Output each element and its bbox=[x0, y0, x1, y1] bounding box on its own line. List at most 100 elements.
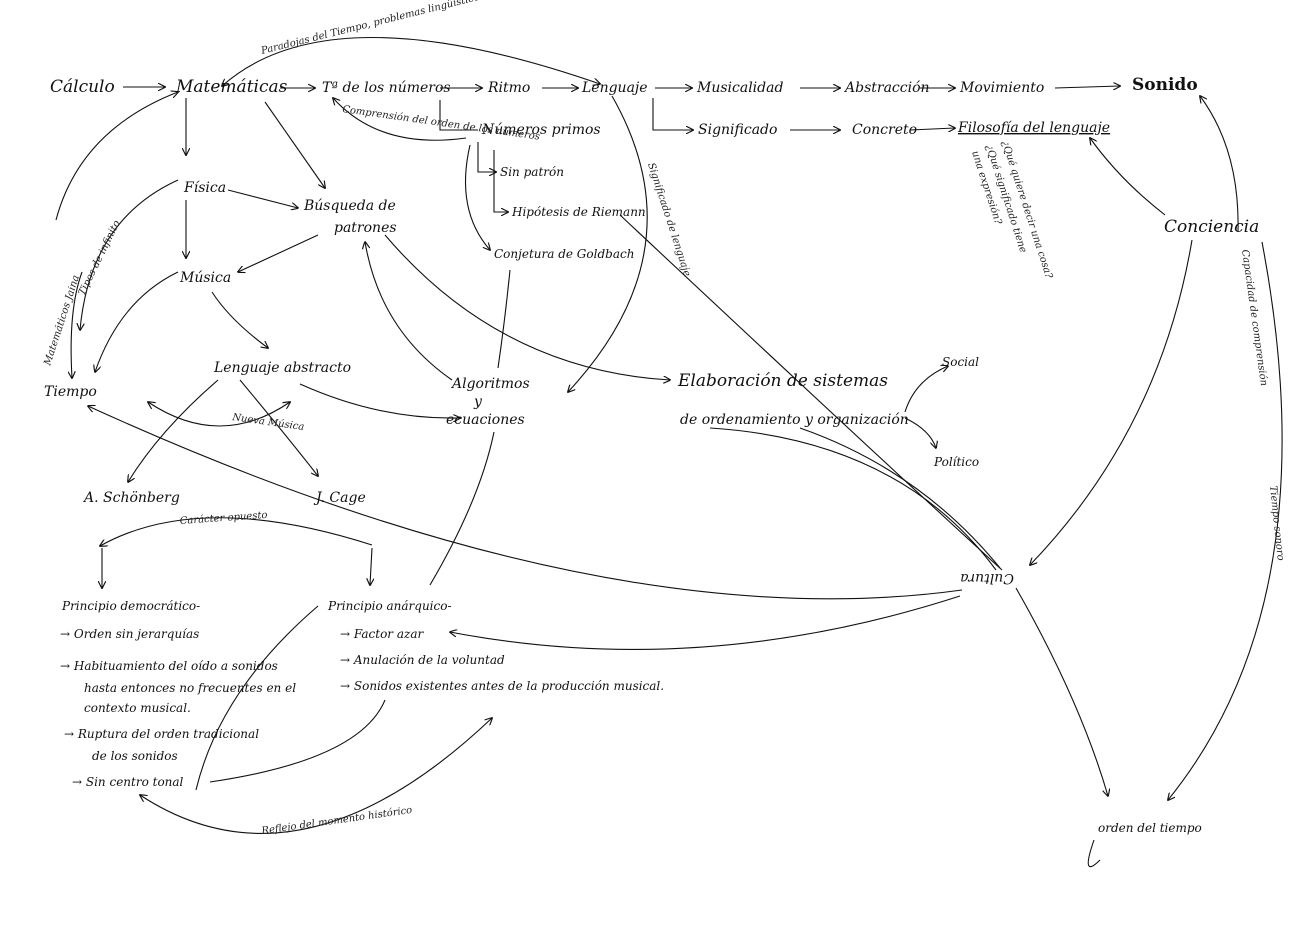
node-principio-anarquico: Principio anárquico- bbox=[327, 599, 452, 613]
edge-teoria-primos bbox=[439, 100, 478, 131]
edge-comprension-arc bbox=[333, 98, 467, 141]
annotation-reflejo: Reflejo del momento histórico bbox=[260, 805, 413, 837]
node-algoritmos-1: Algoritmos bbox=[450, 376, 530, 392]
edges bbox=[55, 37, 1283, 868]
node-ritmo: Ritmo bbox=[487, 80, 530, 96]
annotation-paradojas: Paradojas del Tiempo, problemas lingüíst… bbox=[259, 0, 560, 57]
node-conjetura-goldbach: Conjetura de Goldbach bbox=[494, 247, 634, 261]
edge-cage-anarquico bbox=[370, 547, 372, 585]
annotation-matematicos-jaina: Matemáticos Jaina bbox=[42, 274, 82, 368]
node-algoritmos-3: ecuaciones bbox=[446, 412, 525, 428]
edge-lenguajeabs-schonberg bbox=[128, 379, 219, 482]
edge-elaboracion-cultura-1 bbox=[709, 427, 997, 571]
list-democratico: → Orden sin jerarquías → Habituamiento d… bbox=[60, 627, 296, 789]
node-numeros-primos: Números primos bbox=[481, 122, 601, 138]
node-fisica: Física bbox=[183, 180, 226, 196]
edge-elaboracion-social bbox=[904, 366, 948, 413]
edge-jaina-matematicas bbox=[55, 92, 178, 221]
list-item: → Sonidos existentes antes de la producc… bbox=[340, 679, 664, 693]
node-musica: Música bbox=[179, 270, 231, 286]
node-social: Social bbox=[942, 355, 979, 369]
edge-cultura-tiempo bbox=[88, 406, 963, 600]
edge-lenguajeabs-cage bbox=[239, 379, 318, 476]
list-anarquico: → Factor azar → Anulación de la voluntad… bbox=[340, 627, 664, 693]
nodes: Cálculo Matemáticas Tª de los números Ri… bbox=[44, 75, 1259, 835]
edge-busqueda-elaboracion bbox=[384, 234, 670, 380]
node-cage: J. Cage bbox=[313, 490, 366, 506]
edge-conciencia-sonido bbox=[1200, 96, 1239, 233]
node-algoritmos-2: y bbox=[473, 394, 483, 410]
node-orden-tiempo: orden del tiempo bbox=[1098, 821, 1202, 835]
node-elaboracion-2: de ordenamiento y organización bbox=[680, 412, 909, 428]
annotation-capacidad: Capacidad de comprensión bbox=[1239, 249, 1269, 387]
edge-fisica-busqueda bbox=[227, 189, 298, 208]
list-item: contexto musical. bbox=[84, 701, 191, 715]
edge-musica-tiempo bbox=[95, 271, 179, 372]
edge-anarquico-algoritmos bbox=[429, 431, 495, 586]
node-schonberg: A. Schönberg bbox=[82, 490, 180, 506]
edge-matematicas-busqueda bbox=[264, 101, 325, 188]
edge-orden-conciencia-arc bbox=[1087, 839, 1101, 868]
node-elaboracion-1: Elaboración de sistemas bbox=[677, 371, 888, 391]
annotation-tiempo-sonoro: Tiempo sonoro bbox=[1267, 485, 1286, 561]
edge-fisica-tiempo bbox=[80, 179, 179, 330]
node-conciencia: Conciencia bbox=[1164, 217, 1259, 237]
edge-jaina-tiempo bbox=[71, 271, 83, 378]
list-item: hasta entonces no frecuentes en el bbox=[84, 681, 296, 695]
edge-busqueda-musica bbox=[238, 234, 319, 272]
node-lenguaje-abstracto: Lenguaje abstracto bbox=[213, 360, 351, 376]
edge-conciencia-cultura bbox=[1030, 239, 1193, 565]
edge-concreto-filosofia bbox=[909, 128, 955, 130]
node-filosofia-lenguaje: Filosofía del lenguaje bbox=[957, 120, 1110, 136]
edge-caracter-arc bbox=[100, 517, 373, 546]
edge-musica-lenguajeabs bbox=[211, 291, 268, 348]
node-calculo: Cálculo bbox=[50, 77, 115, 97]
node-tiempo: Tiempo bbox=[44, 384, 97, 400]
node-sonido: Sonido bbox=[1132, 75, 1198, 95]
edge-elaboracion-cultura-2 bbox=[799, 427, 1001, 569]
annotation-tipos-infinito: Tipos de infinito bbox=[77, 219, 123, 298]
node-movimiento: Movimiento bbox=[959, 80, 1044, 96]
node-busqueda-1: Búsqueda de bbox=[303, 198, 396, 214]
node-hipotesis-riemann: Hipótesis de Riemann bbox=[511, 205, 646, 219]
edge-movimiento-sonido bbox=[1054, 86, 1120, 88]
node-teoria-numeros: Tª de los números bbox=[322, 80, 451, 96]
node-cultura: Cultura bbox=[960, 570, 1014, 586]
edge-lenguajeabs-algoritmos bbox=[299, 383, 460, 418]
edge-primos-riemann bbox=[493, 150, 508, 212]
node-sin-patron: Sin patrón bbox=[500, 165, 564, 179]
node-significado: Significado bbox=[698, 122, 777, 138]
edge-reflejo-arc bbox=[140, 718, 492, 834]
edge-goldbach-algoritmos bbox=[497, 269, 511, 369]
node-politico: Político bbox=[933, 455, 979, 469]
edge-riemann-cultura bbox=[619, 214, 1003, 571]
edge-paradojas-arc bbox=[222, 37, 600, 86]
list-item: → Ruptura del orden tradicional bbox=[64, 727, 259, 741]
edge-nuevamusica-arc bbox=[148, 402, 290, 427]
node-abstraccion: Abstracción bbox=[843, 80, 930, 96]
node-lenguaje: Lenguaje bbox=[581, 80, 648, 96]
node-matematicas: Matemáticas bbox=[175, 77, 288, 97]
edge-conciencia-orden bbox=[1168, 241, 1283, 800]
edge-conciencia-filosofia bbox=[1090, 138, 1166, 216]
edge-elaboracion-politico bbox=[904, 417, 936, 448]
list-item: → Sin centro tonal bbox=[72, 775, 184, 789]
edge-algoritmos-busqueda bbox=[365, 242, 453, 381]
node-principio-democratico: Principio democrático- bbox=[61, 599, 200, 613]
list-item: de los sonidos bbox=[92, 749, 178, 763]
edge-cultura-factorazar bbox=[450, 595, 961, 650]
list-item: → Anulación de la voluntad bbox=[340, 653, 505, 667]
node-busqueda-2: patrones bbox=[334, 220, 397, 236]
node-concreto: Concreto bbox=[852, 122, 917, 138]
annotation-caracter: Carácter opuesto bbox=[179, 510, 267, 527]
list-item: → Factor azar bbox=[340, 627, 424, 641]
edge-significado-lenguaje-arc bbox=[568, 95, 648, 392]
list-item: → Orden sin jerarquías bbox=[60, 627, 199, 641]
node-musicalidad: Musicalidad bbox=[696, 80, 783, 96]
edge-primos-goldbach bbox=[464, 144, 491, 250]
edge-cultura-orden bbox=[1015, 587, 1108, 796]
list-item: → Habituamiento del oído a sonidos bbox=[60, 659, 278, 673]
edge-primos-sinpatron bbox=[477, 142, 496, 172]
edge-lenguaje-significado bbox=[652, 98, 693, 130]
